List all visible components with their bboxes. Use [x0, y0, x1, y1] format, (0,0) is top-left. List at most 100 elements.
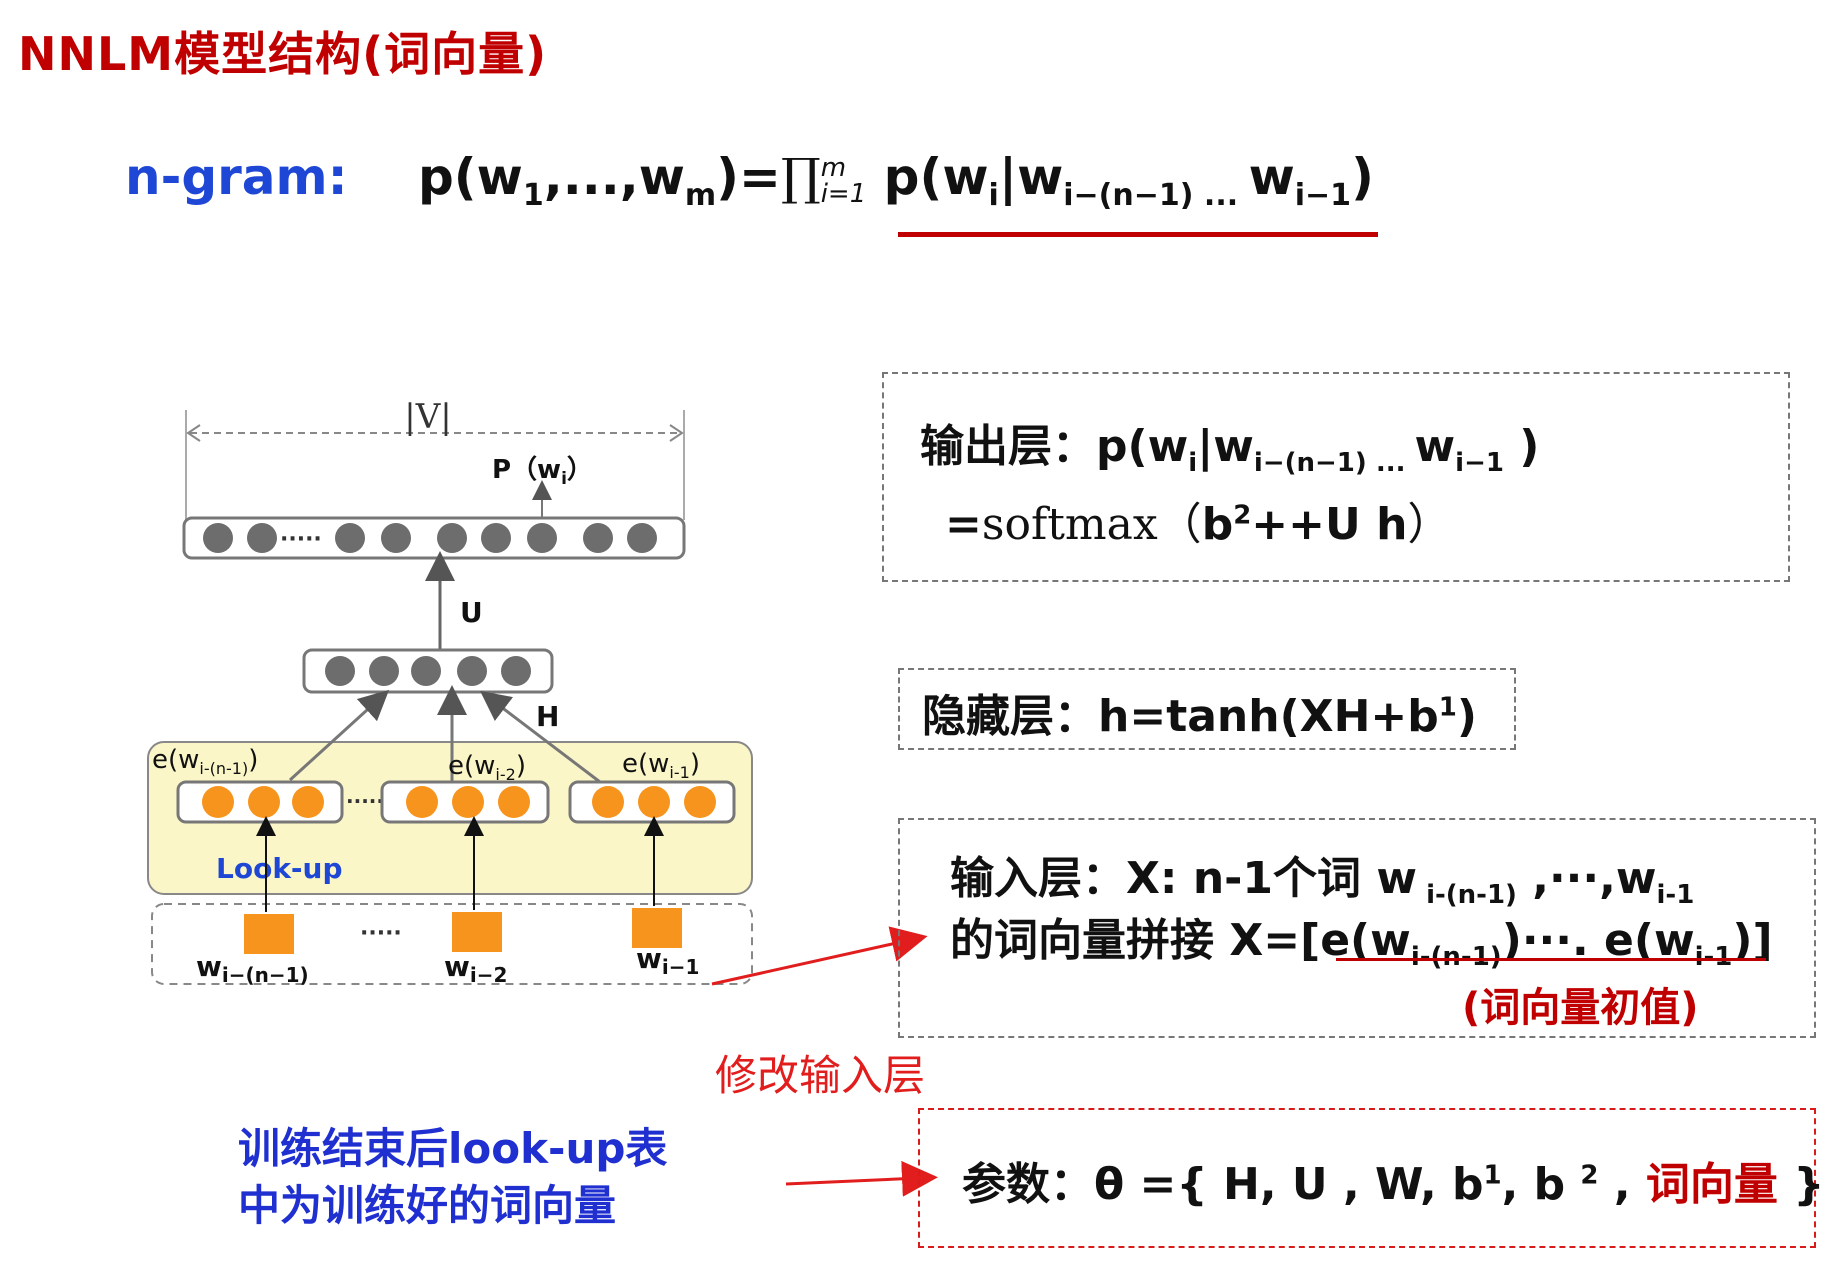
w1-main: w [196, 950, 222, 983]
params-arrow [785, 1160, 938, 1197]
output-node [437, 523, 467, 553]
par-part: , b [1501, 1159, 1581, 1210]
p-label: P（wi） [492, 455, 593, 489]
out-rest: ++U h [1251, 499, 1408, 550]
modify-arrow [711, 926, 928, 986]
in-sub: i-(n-1) [1417, 879, 1517, 910]
embedding-node [406, 786, 438, 818]
out-sup: 2 [1233, 500, 1252, 531]
output-node [203, 523, 233, 553]
par-part: } [1777, 1159, 1825, 1210]
par-part: , [1598, 1159, 1646, 1210]
input-words-panel [151, 903, 753, 985]
word-label-1: wi−(n−1) [196, 950, 309, 987]
e1-main: e(w [152, 745, 199, 775]
hidden-node [457, 656, 487, 686]
embedding-node [202, 786, 234, 818]
embedding-node [684, 786, 716, 818]
w1-sub: i−(n−1) [222, 963, 309, 987]
output-node [627, 523, 657, 553]
formula-part: p(w [418, 148, 523, 206]
embedding-node [248, 786, 280, 818]
params-formula: 参数：θ ={ H, U , W, b1, b 2 , 词向量 } [962, 1148, 1825, 1212]
input-layer-box [898, 818, 1816, 1038]
embedding-node [498, 786, 530, 818]
out-sub: i−1 [1455, 447, 1504, 478]
embedding-init-note: (词向量初值) [1462, 985, 1699, 1031]
h-label: H [536, 700, 559, 733]
formula-part: ) [1351, 148, 1374, 206]
formula-sub: i−(n−1) [1063, 178, 1194, 213]
e3-sub: i-1 [669, 763, 689, 782]
output-node [335, 523, 365, 553]
e3-main: e(w [622, 749, 669, 779]
v-arrow-left [186, 424, 201, 442]
word-label-3: wi−1 [636, 942, 699, 979]
e2-sub: i-2 [495, 765, 515, 784]
output-formula-line1: 输出层：p(wi|wi−(n−1) ... wi−1 ) [920, 410, 1539, 478]
page-title: NNLM模型结构(词向量) [18, 27, 548, 81]
in-part: )] [1732, 915, 1773, 966]
hidden-node [501, 656, 531, 686]
formula-part: w [1248, 148, 1295, 206]
ngram-label: n-gram: [125, 148, 348, 206]
softmax-text: softmax（ [981, 499, 1202, 550]
formula-part: |w [998, 148, 1064, 206]
e1-label: e(wi-(n-1)) [152, 745, 258, 778]
h-arrow-1 [288, 689, 390, 782]
v-arrow-right [669, 424, 684, 442]
formula-part: ,...,w [543, 148, 685, 206]
modify-input-label: 修改输入层 [715, 1051, 926, 1100]
e2-label: e(wi-2) [448, 751, 526, 784]
out-part: w [1414, 421, 1456, 472]
embedding-dots: ····· [346, 789, 384, 813]
output-node [381, 523, 411, 553]
output-node [583, 523, 613, 553]
formula-sub: m [684, 178, 717, 213]
word-square-1 [244, 914, 294, 954]
in-sub: i-1 [1656, 879, 1695, 910]
output-layer-box [882, 372, 1790, 582]
in-part: 输入层：X: n-1个词 w [950, 853, 1418, 904]
e2-main: e(w [448, 751, 495, 781]
par-part: 参数：θ ={ H, U , W, b [962, 1159, 1484, 1210]
word-dots: ····· [360, 921, 402, 946]
hidden-node [369, 656, 399, 686]
e2-close: ) [516, 751, 526, 781]
p-label-main: P（w [492, 455, 561, 485]
in-part: ,···,w [1516, 853, 1657, 904]
hidden-layer-box [898, 668, 1516, 750]
par-sup: 2 [1580, 1160, 1599, 1191]
w2-sub: i−2 [470, 963, 508, 987]
embedding-node [638, 786, 670, 818]
params-box [918, 1108, 1816, 1248]
w3-main: w [636, 942, 662, 975]
output-node [247, 523, 277, 553]
par-red: 词向量 [1645, 1159, 1778, 1210]
in-part: )···. e(w [1501, 915, 1695, 966]
p-label-sub: i [561, 469, 567, 489]
output-node [527, 523, 557, 553]
formula-part: p(w [866, 148, 989, 206]
hidden-node [411, 656, 441, 686]
embedding-node [292, 786, 324, 818]
v-label: |V| [404, 397, 451, 437]
out-close: ） [1407, 499, 1452, 550]
formula-part: )= [716, 148, 781, 206]
out-part: 输出层：p(w [920, 421, 1189, 472]
hidden-formula: 隐藏层：h=tanh(XH+b1) [922, 680, 1477, 744]
e1-sub: i-(n-1) [199, 759, 248, 778]
par-sup: 1 [1483, 1160, 1502, 1191]
output-formula-line2: =softmax（b2++U h） [945, 488, 1451, 552]
out-sub: i [1188, 447, 1198, 478]
formula-underline [898, 232, 1378, 237]
word-label-2: wi−2 [444, 950, 507, 987]
product-symbol: ∏ [780, 148, 821, 206]
h-arrow-3 [480, 690, 601, 784]
out-part: |w [1197, 421, 1254, 472]
out-b: b [1201, 499, 1234, 550]
word-square-2 [452, 912, 502, 952]
